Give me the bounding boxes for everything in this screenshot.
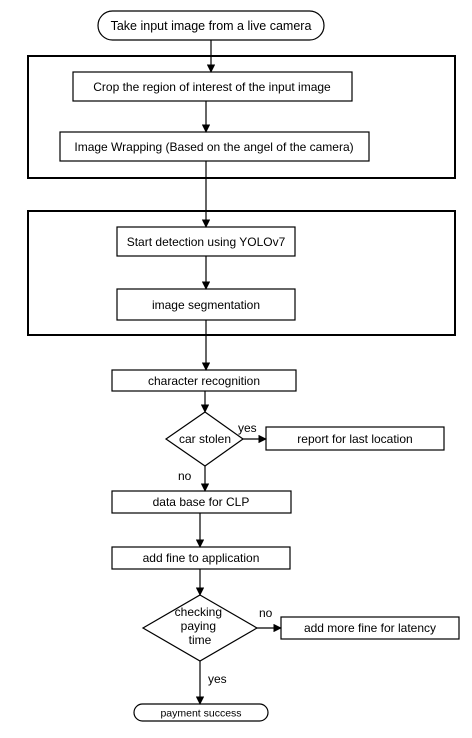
paying-time-label: checking paying time	[175, 605, 226, 647]
detection-label: Start detection using YOLOv7	[127, 235, 286, 249]
paying-time-line-3: time	[189, 633, 212, 647]
paying-time-line-2: paying	[181, 619, 216, 633]
crop-box	[72, 71, 353, 102]
paying-no-label: no	[259, 606, 273, 620]
segmentation-label: image segmentation	[152, 298, 260, 312]
detection-group	[27, 210, 456, 336]
paying-yes-label: yes	[208, 672, 227, 686]
stolen-no-label: no	[178, 469, 192, 483]
paying-time-line-1: checking	[175, 605, 222, 619]
crop-label: Crop the region of interest of the input…	[93, 80, 331, 94]
stolen-yes-label: yes	[238, 421, 257, 435]
wrapping-label: Image Wrapping (Based on the angel of th…	[74, 140, 353, 154]
more-fine-label: add more fine for latency	[304, 621, 436, 635]
car-stolen-label: car stolen	[179, 432, 231, 446]
add-fine-label: add fine to application	[143, 551, 260, 565]
recognition-label: character recognition	[148, 374, 260, 388]
start-label: Take input image from a live camera	[111, 19, 312, 33]
end-label: payment success	[160, 708, 241, 720]
database-label: data base for CLP	[153, 495, 250, 509]
wrapping-box	[59, 131, 370, 162]
report-label: report for last location	[297, 432, 412, 446]
preprocessing-group	[27, 55, 456, 179]
